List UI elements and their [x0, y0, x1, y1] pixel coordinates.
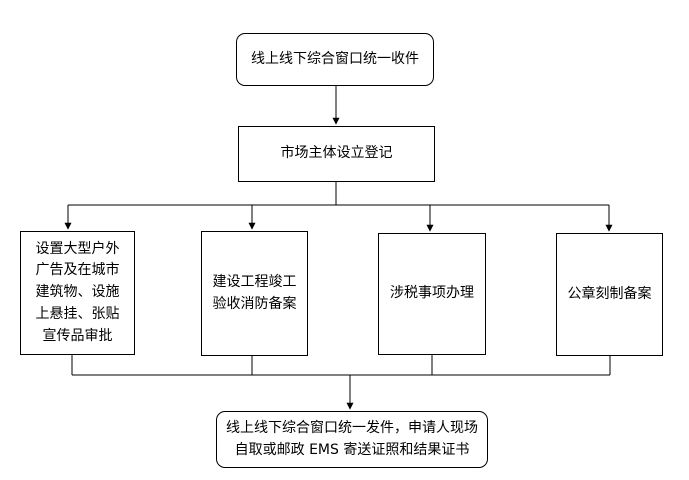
node-seal-engraving-filing: 公章刻制备案 — [556, 233, 663, 356]
node-market-registration: 市场主体设立登记 — [238, 126, 435, 182]
node-tax-affairs: 涉税事项办理 — [378, 233, 486, 355]
node-seal-engraving-filing-label: 公章刻制备案 — [567, 285, 652, 302]
node-fire-acceptance-filing-label: 建设工程竣工 验收消防备案 — [212, 273, 297, 312]
node-unified-delivery: 线上线下综合窗口统一发件，申请人现场 自取或邮政 EMS 寄送证照和结果证书 — [216, 411, 488, 468]
node-fire-acceptance-filing: 建设工程竣工 验收消防备案 — [201, 231, 308, 356]
node-unified-delivery-label: 线上线下综合窗口统一发件，申请人现场 自取或邮政 EMS 寄送证照和结果证书 — [226, 419, 478, 458]
node-outdoor-ad-approval: 设置大型户外 广告及在城市 建筑物、设施 上悬挂、张贴 宣传品审批 — [20, 231, 135, 355]
node-tax-affairs-label: 涉税事项办理 — [390, 285, 474, 302]
node-market-registration-label: 市场主体设立登记 — [280, 145, 393, 162]
node-outdoor-ad-approval-label: 设置大型户外 广告及在城市 建筑物、设施 上悬挂、张贴 宣传品审批 — [35, 240, 120, 344]
node-unified-receive: 线上线下综合窗口统一收件 — [236, 33, 434, 86]
node-unified-receive-label: 线上线下综合窗口统一收件 — [251, 50, 419, 67]
